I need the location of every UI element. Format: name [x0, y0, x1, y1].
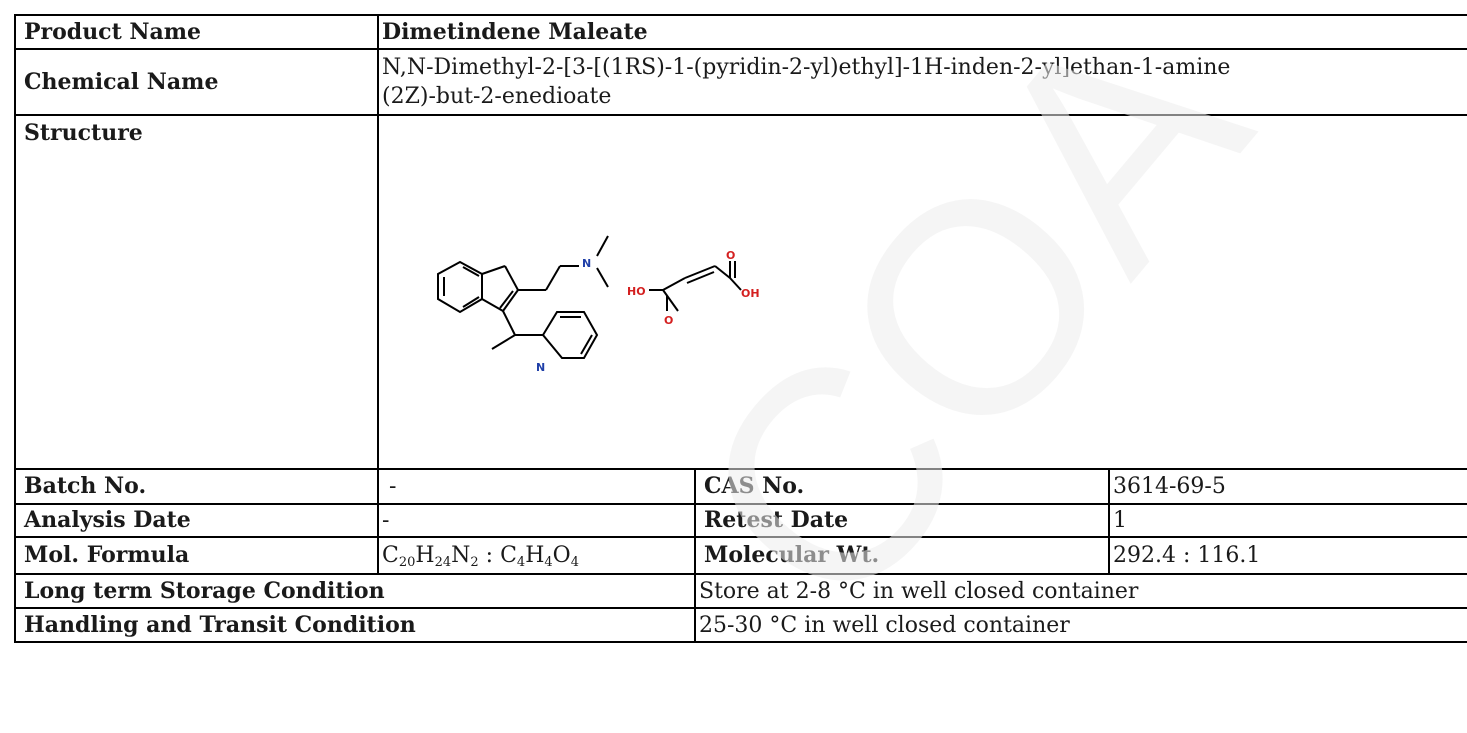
- product-info-table: Product Name Dimetindene Maleate Chemica…: [14, 14, 1467, 643]
- chemical-name-label: Chemical Name: [14, 48, 379, 116]
- formula-element: H: [525, 543, 545, 568]
- analysis-date-label: Analysis Date: [14, 503, 379, 538]
- formula-count: 4: [516, 555, 526, 570]
- chemical-structure-image: N N HO OH O O: [437, 235, 760, 374]
- retest-date-label: Retest Date: [694, 503, 1110, 538]
- formula-count: 2: [470, 555, 479, 570]
- formula-count: 20: [398, 555, 416, 570]
- mol-formula-label: Mol. Formula: [14, 536, 379, 575]
- storage-label: Long term Storage Condition: [14, 573, 696, 609]
- molecular-weight-label: Molecular Wt.: [694, 536, 1110, 575]
- row-formula: Mol. Formula C20H24N2 : C4H4O4 Molecular…: [14, 536, 1467, 575]
- ho-label: HO: [627, 285, 646, 298]
- product-name-label: Product Name: [14, 14, 379, 50]
- atom-labels: N N HO OH O O: [536, 249, 760, 374]
- formula-element: O: [552, 543, 571, 568]
- chemical-name-line1: N,N-Dimethyl-2-[3-[(1RS)-1-(pyridin-2-yl…: [382, 55, 1231, 80]
- row-storage: Long term Storage Condition Store at 2-8…: [14, 573, 1467, 609]
- row-chemical-name: Chemical Name N,N-Dimethyl-2-[3-[(1RS)-1…: [14, 48, 1467, 116]
- handling-label: Handling and Transit Condition: [14, 607, 696, 643]
- cas-value: 3614-69-5: [1108, 468, 1467, 505]
- product-name-value: Dimetindene Maleate: [377, 14, 1467, 50]
- formula-count: 24: [434, 555, 452, 570]
- pyridine-n-label: N: [536, 361, 545, 374]
- o-top-label: O: [726, 249, 735, 262]
- formula-element: C: [500, 543, 517, 568]
- formula-separator: :: [478, 543, 501, 568]
- formula-element: H: [415, 543, 435, 568]
- analysis-date-value: -: [377, 503, 696, 538]
- row-structure: Structure: [14, 114, 1467, 470]
- o-bottom-label: O: [664, 314, 673, 327]
- formula-count: 4: [544, 555, 553, 570]
- row-batch: Batch No. - CAS No. 3614-69-5: [14, 468, 1467, 505]
- mol-formula-value: C20H24N2 : C4H4O4: [377, 536, 696, 575]
- retest-date-value: 1: [1108, 503, 1467, 538]
- formula-element: N: [451, 543, 471, 568]
- batch-value: -: [377, 468, 696, 505]
- amine-n-label: N: [582, 257, 591, 270]
- chemical-name-value: N,N-Dimethyl-2-[3-[(1RS)-1-(pyridin-2-yl…: [377, 48, 1467, 116]
- chemical-name-line2: (2Z)-but-2-enedioate: [382, 84, 612, 109]
- formula-element: C: [382, 543, 399, 568]
- structure-cell: N N HO OH O O: [377, 114, 1467, 470]
- storage-value: Store at 2-8 °C in well closed container: [694, 573, 1467, 609]
- row-analysis: Analysis Date - Retest Date 1: [14, 503, 1467, 538]
- dimetindene-skeleton: [437, 235, 609, 359]
- structure-label: Structure: [14, 114, 379, 470]
- formula-count: 4: [570, 555, 579, 570]
- row-product-name: Product Name Dimetindene Maleate: [14, 14, 1467, 50]
- batch-label: Batch No.: [14, 468, 379, 505]
- molecular-weight-value: 292.4 : 116.1: [1108, 536, 1467, 575]
- row-handling: Handling and Transit Condition 25-30 °C …: [14, 607, 1467, 643]
- maleic-acid-skeleton: [649, 261, 742, 312]
- handling-value: 25-30 °C in well closed container: [694, 607, 1467, 643]
- oh-label: OH: [741, 287, 760, 300]
- cas-label: CAS No.: [694, 468, 1110, 505]
